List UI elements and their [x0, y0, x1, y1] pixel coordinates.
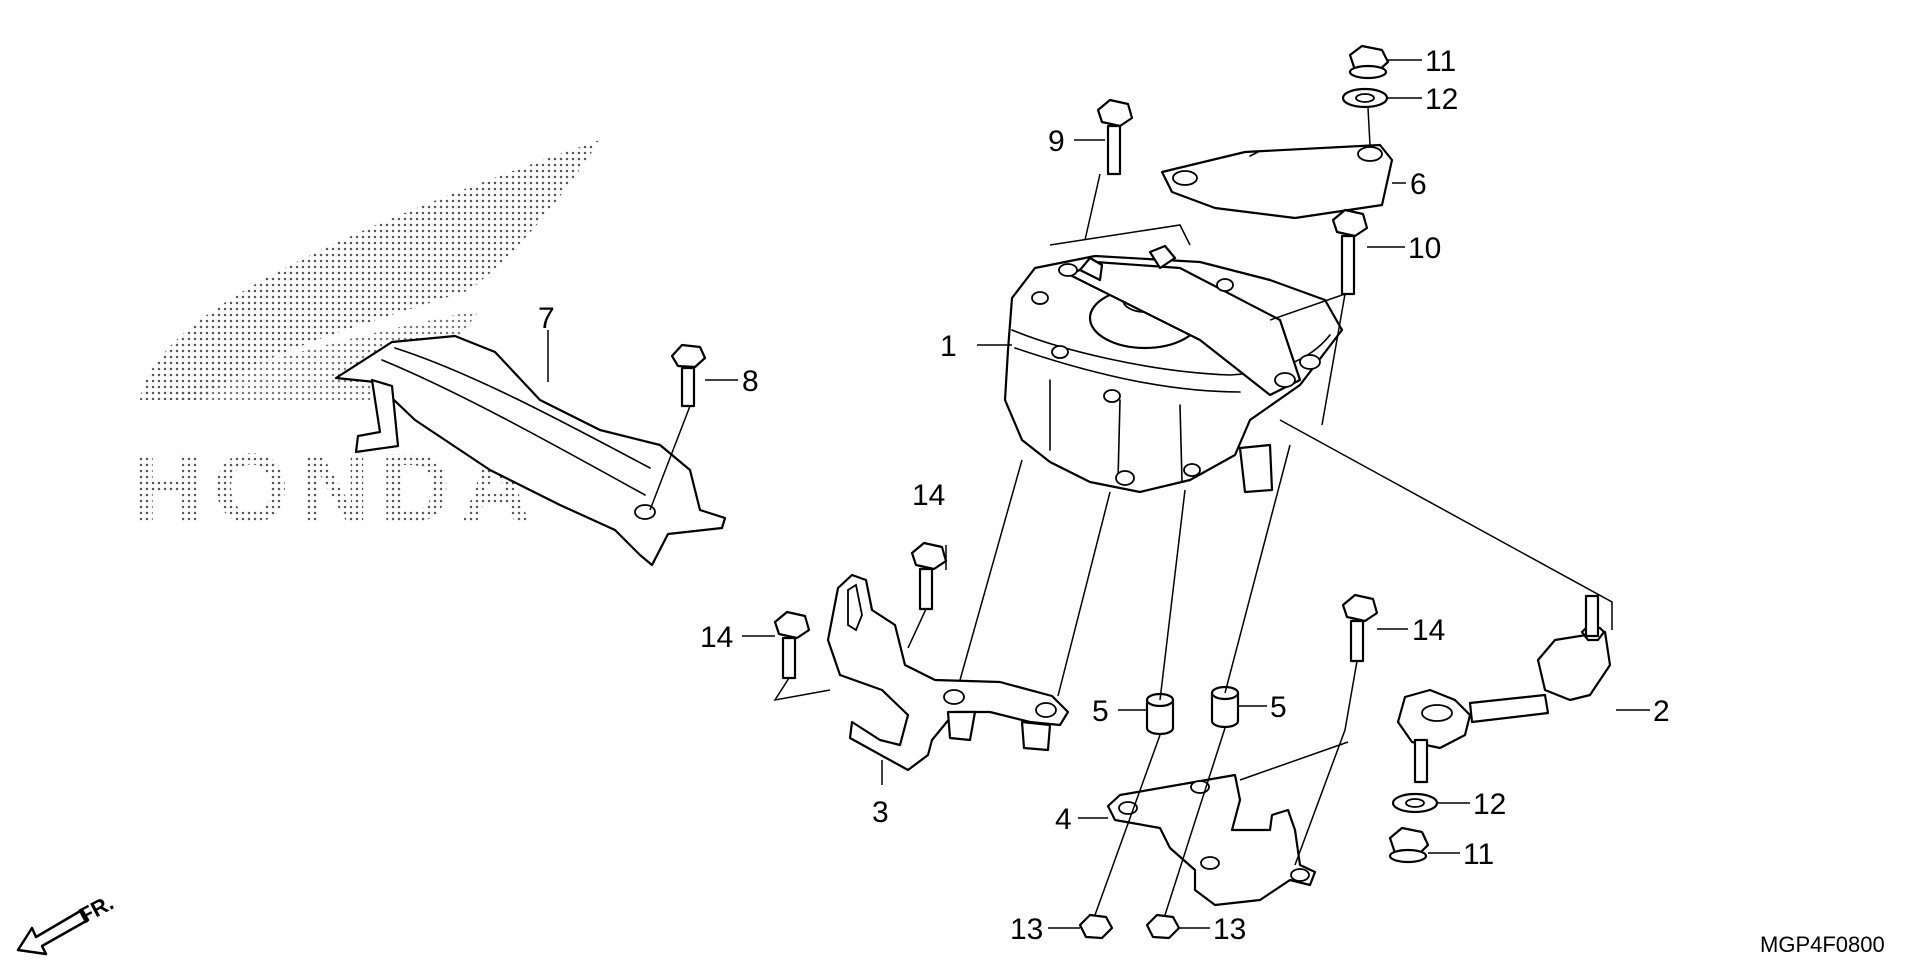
bolt-14c	[1341, 593, 1379, 663]
part-6-top-plate	[1160, 143, 1394, 220]
nut-11-top	[1348, 44, 1390, 80]
part-2-link-rod	[1396, 594, 1612, 784]
front-direction-arrow: FR.	[16, 890, 118, 956]
callout-1: 1	[940, 330, 957, 363]
part-3-lower-bracket	[826, 573, 1070, 772]
callout-11-bottom: 11	[1463, 838, 1494, 871]
diagram-code: MGP4F0800	[1760, 932, 1885, 957]
callout-10: 10	[1408, 232, 1441, 265]
callout-7: 7	[538, 302, 555, 335]
callout-14b: 14	[700, 621, 733, 654]
callout-5a: 5	[1092, 695, 1109, 728]
bolt-9	[1096, 98, 1134, 176]
part-4-bracket	[1106, 773, 1317, 907]
callout-4: 4	[1055, 803, 1072, 836]
callout-3: 3	[872, 796, 889, 829]
callout-13a: 13	[1010, 913, 1043, 946]
bolt-8	[670, 343, 707, 408]
callout-12-top: 12	[1425, 83, 1458, 116]
nut-13a	[1078, 913, 1114, 940]
bolt-14a	[910, 541, 948, 611]
nut-11-bottom	[1388, 826, 1430, 864]
callout-13b: 13	[1213, 913, 1246, 946]
bolt-10	[1331, 208, 1369, 296]
callout-8: 8	[742, 365, 759, 398]
washer-12-bottom	[1391, 792, 1439, 814]
assembly-lines	[649, 107, 1613, 916]
callout-14c: 14	[1412, 614, 1445, 647]
callout-9: 9	[1048, 125, 1065, 158]
callout-6: 6	[1410, 168, 1427, 201]
callout-11-top: 11	[1425, 45, 1456, 78]
washer-12-top	[1341, 87, 1389, 109]
callout-leaders	[547, 59, 1650, 929]
part-1-actuator	[1003, 244, 1344, 494]
callout-2: 2	[1653, 695, 1670, 728]
callout-14a: 14	[912, 479, 945, 512]
part-7-bracket	[334, 334, 727, 567]
callout-12-bottom: 12	[1473, 788, 1506, 821]
bolt-14b	[773, 610, 811, 680]
callout-5b: 5	[1270, 691, 1287, 724]
nut-13b	[1145, 913, 1181, 940]
